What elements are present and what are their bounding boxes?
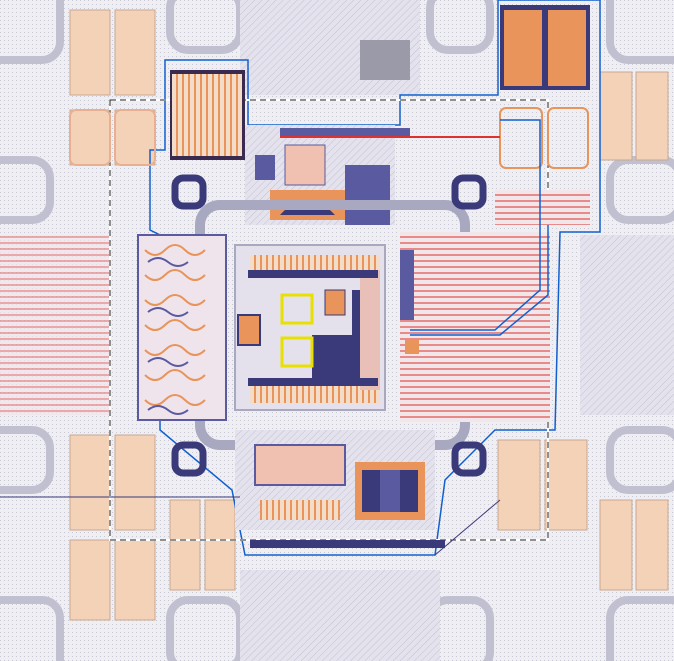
core-block — [234, 244, 386, 411]
top-faint-capacitor — [360, 40, 410, 80]
left-line-array — [0, 235, 110, 415]
selection-box[interactable] — [109, 99, 549, 541]
blue-boundary — [149, 0, 601, 556]
faint-pads — [69, 9, 669, 621]
right-circuit-block — [400, 119, 550, 422]
pad-top-right — [500, 5, 590, 90]
right-top-line-array — [495, 190, 590, 225]
pad-top-left — [170, 70, 245, 160]
bottom-faint-block — [240, 570, 440, 661]
left-circuit-block — [137, 234, 227, 421]
bottom-circuit-block — [0, 430, 501, 556]
right-line-array — [580, 235, 674, 415]
